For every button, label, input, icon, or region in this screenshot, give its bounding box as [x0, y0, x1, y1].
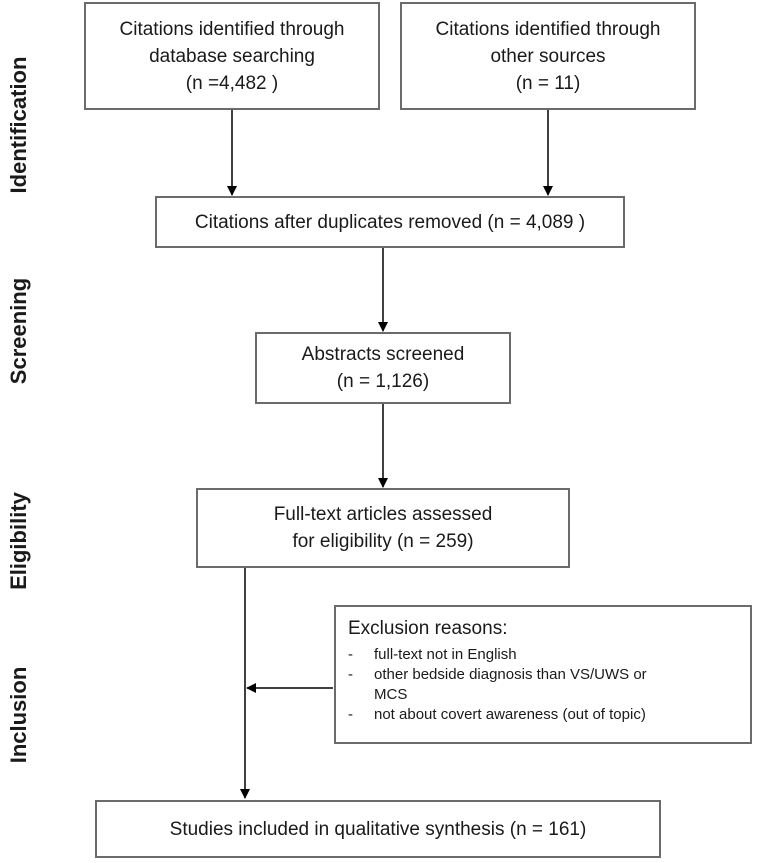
exclusion-item-text: other bedside diagnosis than VS/UWS or M…	[374, 666, 647, 703]
stage-screening: Screening	[6, 277, 31, 385]
stage-inclusion: Inclusion	[6, 666, 31, 764]
exclusion-title: Exclusion reasons:	[348, 618, 508, 639]
box-database-search: Citations identified through database se…	[84, 2, 380, 110]
exclusion-bullet: -	[348, 706, 353, 723]
box-other-sources: Citations identified through other sourc…	[400, 2, 696, 110]
box-database-line-1: Citations identified through	[119, 18, 345, 40]
box-exclusion-reasons: Exclusion reasons: - full-text not in En…	[334, 605, 752, 744]
exclusion-item-text: not about covert awareness (out of topic…	[374, 706, 646, 723]
box-duplicates-line-1: Citations after duplicates removed (n = …	[194, 211, 586, 233]
box-studies-included: Studies included in qualitative synthesi…	[95, 800, 661, 858]
box-other-line-3: (n = 11)	[515, 72, 581, 94]
box-other-line-1: Citations identified through	[435, 18, 661, 40]
exclusion-item: - full-text not in English	[348, 645, 738, 665]
box-abstracts-line-2: (n = 1,126)	[336, 371, 430, 392]
box-fulltext-assessed: Full-text articles assessed for eligibil…	[196, 488, 570, 568]
stage-identification: Identification	[6, 56, 31, 194]
box-database-line-2: database searching	[149, 45, 315, 67]
exclusion-item: - not about covert awareness (out of top…	[348, 705, 738, 725]
exclusion-item-text: full-text not in English	[374, 646, 517, 663]
box-fulltext-line-2: for eligibility (n = 259)	[292, 531, 474, 552]
box-other-line-2: other sources	[490, 45, 606, 67]
box-abstracts-screened: Abstracts screened (n = 1,126)	[255, 332, 511, 404]
box-included-line-1: Studies included in qualitative synthesi…	[169, 818, 587, 840]
box-fulltext-line-1: Full-text articles assessed	[273, 504, 493, 525]
box-abstracts-line-1: Abstracts screened	[301, 344, 465, 365]
box-duplicates-removed: Citations after duplicates removed (n = …	[155, 196, 625, 248]
exclusion-item: - other bedside diagnosis than VS/UWS or…	[348, 665, 738, 705]
exclusion-bullet: -	[348, 646, 353, 663]
exclusion-bullet: -	[348, 666, 353, 683]
box-database-line-3: (n =4,482 )	[185, 72, 279, 94]
